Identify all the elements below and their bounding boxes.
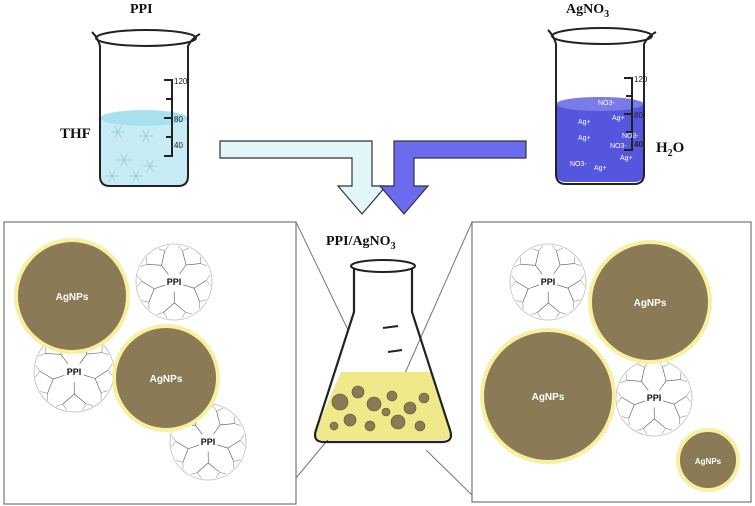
agnp-circle [588,240,712,364]
right-scale-40: 40 [634,140,643,149]
agnp-label: AgNPs [634,298,667,309]
dendrimer-boundary [509,243,587,321]
h2o-main: H [656,140,668,156]
dendrimer-label: PPI [67,367,82,377]
flask-mark-2 [387,349,403,353]
flask-title: PPI/AgNO3 [326,234,396,252]
agnp-circle [480,328,616,464]
dendrimer-sketch [105,169,119,183]
agnp-circle [14,238,130,354]
right-flow-arrow [378,140,527,215]
ion-label: Ag+ [578,119,591,126]
right-scale-120: 120 [634,75,648,84]
agnp-label: AgNPs [56,292,89,303]
dendrimer-sketch [117,153,131,167]
thf-label: THF [60,126,91,142]
agnp-label: AgNPs [150,374,183,385]
right-scale-80: 80 [634,111,643,120]
flask-particles [329,385,430,432]
agnp-circle [676,428,740,492]
left-beaker-liquid-surface [100,110,188,126]
ppi-dendrimer: PPI [135,243,213,321]
left-beaker: 120 80 40 [91,29,201,187]
agno3-title-sub: 3 [604,8,610,20]
ion-label: NO3- [570,161,587,168]
agnp-label: AgNPs [695,457,722,466]
agnp-label: AgNPs [532,392,565,403]
right-beaker-ions: NO3- Ag+ Ag+ NO3- Ag+ NO3- NO3- Ag+ Ag+ [570,100,639,172]
flask-particle [366,396,382,412]
left-beaker-liquid [100,118,188,185]
agnp-particle: AgNPs [676,428,740,492]
flask-particle [331,393,349,411]
h2o-tail: O [672,140,685,156]
flask-mark-1 [382,325,399,329]
ion-label: Ag+ [612,115,625,122]
ion-label: NO3- [598,100,615,107]
flask-particle [351,385,365,399]
h2o-sub: 2 [667,148,673,159]
ion-label: NO3- [622,133,639,140]
ion-label: Ag+ [594,165,607,172]
zoom-line-left-top [295,221,349,331]
flask-particle [381,407,391,417]
flask-mouth [350,259,416,273]
left-flow-arrow [219,140,388,215]
flask-glass [313,268,453,444]
dendrimer-sketch [143,159,157,173]
right-beaker: 120 80 40 NO3- Ag+ Ag+ NO3- Ag+ NO3- NO3- Ag+ Ag… [547,27,657,185]
right-beaker-liquid-surface [556,97,644,111]
ion-label: Ag+ [578,135,591,142]
ion-label: Ag+ [620,155,633,162]
agnp-particle: AgNPs [112,324,220,432]
left-beaker-scale [164,79,173,157]
ppi-dendrimer: PPI [509,243,587,321]
zoom-line-right-bottom [425,449,473,496]
flask-particle [329,421,339,431]
agnp-circle [112,324,220,432]
h2o-label: H2O [656,140,684,159]
zoom-line-right-top [401,221,473,381]
left-beaker-rim [95,29,197,47]
agnp-particle: AgNPs [480,328,616,464]
flask-title-sub: 3 [390,240,396,252]
right-beaker-scale [624,77,633,151]
agno3-title-main: AgNO [566,2,605,17]
flask-particle [414,420,426,432]
agnp-particle: AgNPs [14,238,130,354]
left-scale-80: 80 [174,115,183,124]
dendrimer-label: PPI [201,437,216,447]
flask-particle [390,414,406,430]
dendrimer-label: PPI [541,277,556,287]
left-scale-120: 120 [174,77,188,86]
flask-particle [364,420,376,432]
right-beaker-liquid [556,104,644,182]
flask-title-main: PPI/AgNO [326,234,391,249]
flask-particle [343,413,357,427]
dendrimer-label: PPI [647,393,662,403]
left-beaker-dendrimer-sketches [105,125,157,183]
ion-label: NO3- [610,143,627,150]
dendrimer-label: PPI [167,277,182,287]
agnp-particle: AgNPs [588,240,712,364]
flask-particle [418,392,430,404]
dendrimer-sketch [139,129,153,143]
dendrimer-sketch [111,125,125,139]
agno3-beaker-title: AgNO3 [566,2,609,20]
right-beaker-rim [551,27,653,45]
flask-particle [386,390,398,402]
left-scale-40: 40 [174,141,183,150]
ppi-beaker-title: PPI [130,2,153,17]
erlenmeyer-flask [313,259,453,444]
ppi-dendrimer: PPI [615,359,693,437]
dendrimer-sketch [129,169,143,183]
dendrimer-boundary [135,243,213,321]
flask-particle [403,401,417,415]
